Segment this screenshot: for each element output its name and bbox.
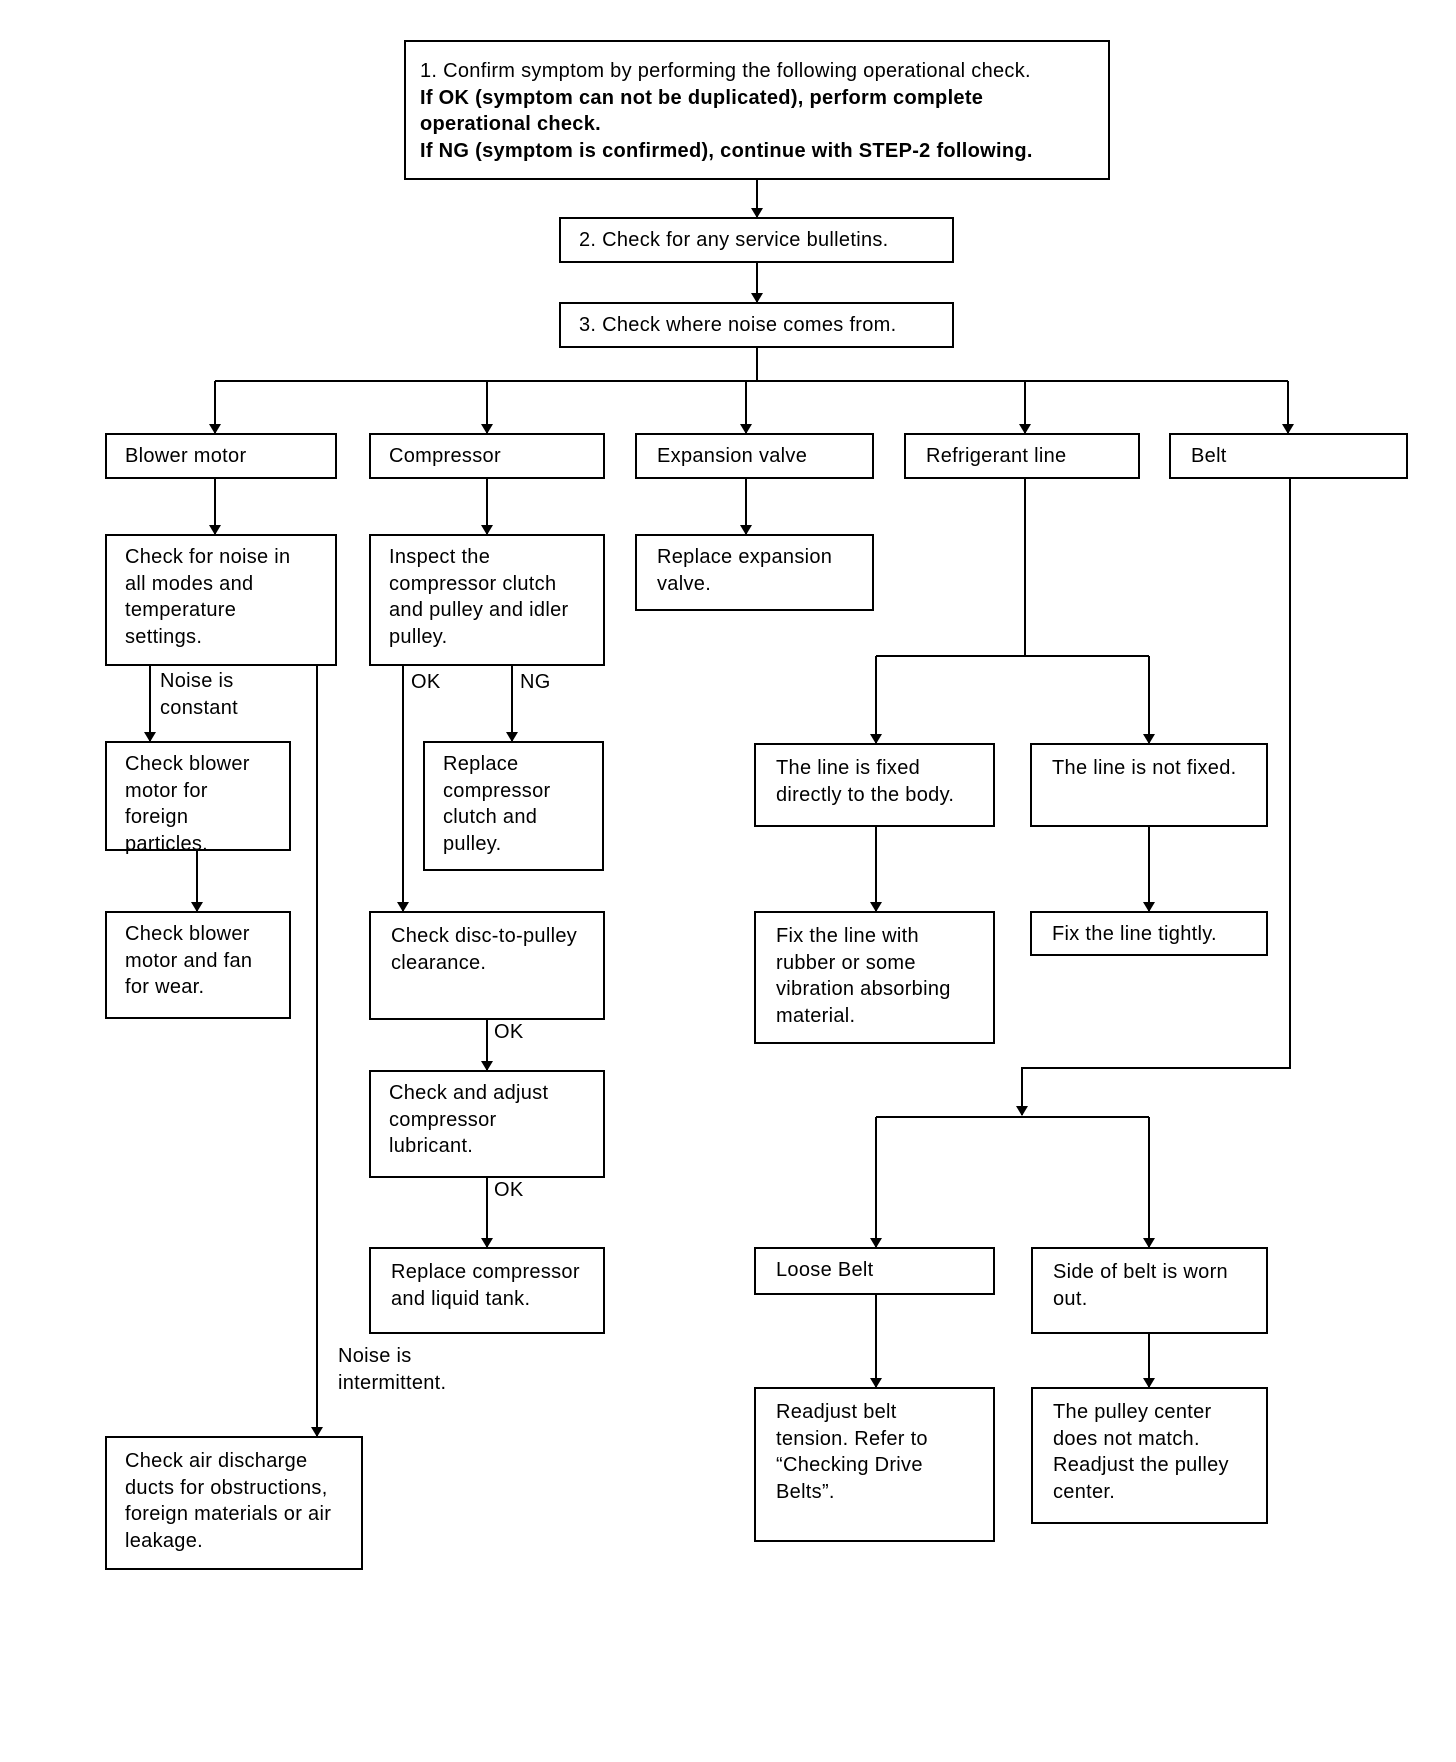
blower-wear-box: Check blower motor and fan for wear.	[105, 911, 291, 1019]
category-blower-motor: Blower motor	[105, 433, 337, 479]
compressor-replace-clutch-box: Replace compressor clutch and pulley.	[423, 741, 604, 871]
blower-particles-text: Check blower motor for foreign particles…	[125, 753, 250, 855]
refrigerant-fixed-box: The line is fixed directly to the body.	[754, 743, 995, 827]
category-blower-label: Blower motor	[125, 445, 247, 467]
blower-check-noise-box: Check for noise in all modes and tempera…	[105, 534, 337, 666]
clearance-ok-label: OK	[494, 1021, 524, 1043]
belt-readjust-tension-text: Readjust belt tension. Refer to “Checkin…	[776, 1401, 928, 1503]
step3-text: 3. Check where noise comes from.	[579, 314, 897, 336]
refrigerant-fix-rubber-text: Fix the line with rubber or some vibrati…	[776, 925, 951, 1027]
belt-pulley-center-text: The pulley center does not match. Readju…	[1053, 1401, 1229, 1503]
noise-constant-label: Noise is constant	[160, 670, 239, 719]
belt-worn-text: Side of belt is worn out.	[1053, 1261, 1228, 1310]
compressor-replace-text: Replace compressor and liquid tank.	[391, 1261, 580, 1310]
refrigerant-fixed-text: The line is fixed directly to the body.	[776, 757, 955, 806]
compressor-inspect-box: Inspect the compressor clutch and pulley…	[369, 534, 605, 666]
compressor-clearance-box: Check disc-to-pulley clearance.	[369, 911, 605, 1020]
blower-particles-box: Check blower motor for foreign particles…	[105, 741, 291, 855]
belt-loose-box: Loose Belt	[754, 1247, 995, 1295]
belt-loose-text: Loose Belt	[776, 1259, 874, 1281]
blower-check-noise-text: Check for noise in all modes and tempera…	[125, 546, 291, 648]
refrigerant-fix-tightly-box: Fix the line tightly.	[1030, 911, 1268, 956]
category-refrigerant-line: Refrigerant line	[904, 433, 1140, 479]
expansion-replace-text: Replace expansion valve.	[657, 546, 833, 595]
compressor-ng-label: NG	[520, 671, 551, 693]
category-compressor-label: Compressor	[389, 445, 501, 467]
step1-ng-text: If NG (symptom is confirmed), continue w…	[420, 139, 1033, 162]
belt-readjust-tension-box: Readjust belt tension. Refer to “Checkin…	[754, 1387, 995, 1542]
step2-text: 2. Check for any service bulletins.	[579, 229, 889, 251]
category-expansion-label: Expansion valve	[657, 445, 808, 467]
compressor-lubricant-text: Check and adjust compressor lubricant.	[389, 1082, 549, 1157]
refrigerant-fix-tightly-text: Fix the line tightly.	[1052, 923, 1217, 945]
step1-text: 1. Confirm symptom by performing the fol…	[420, 60, 1031, 82]
category-belt: Belt	[1169, 433, 1408, 479]
belt-worn-box: Side of belt is worn out.	[1031, 1247, 1268, 1334]
belt-pulley-center-box: The pulley center does not match. Readju…	[1031, 1387, 1268, 1524]
lubricant-ok-label: OK	[494, 1179, 524, 1201]
category-belt-label: Belt	[1191, 445, 1227, 467]
refrigerant-not-fixed-box: The line is not fixed.	[1030, 743, 1268, 827]
expansion-replace-box: Replace expansion valve.	[635, 534, 874, 611]
category-expansion-valve: Expansion valve	[635, 433, 874, 479]
step1-box: 1. Confirm symptom by performing the fol…	[404, 40, 1110, 180]
compressor-lubricant-box: Check and adjust compressor lubricant.	[369, 1070, 605, 1178]
category-refrigerant-label: Refrigerant line	[926, 445, 1067, 467]
blower-ducts-box: Check air discharge ducts for obstructio…	[105, 1436, 363, 1570]
noise-intermittent-label: Noise is intermittent.	[338, 1345, 447, 1394]
step2-box: 2. Check for any service bulletins.	[559, 217, 954, 263]
step1-ok-text: If OK (symptom can not be duplicated), p…	[420, 86, 984, 136]
blower-wear-text: Check blower motor and fan for wear.	[125, 923, 253, 998]
compressor-inspect-text: Inspect the compressor clutch and pulley…	[389, 546, 569, 648]
step3-box: 3. Check where noise comes from.	[559, 302, 954, 348]
belt-path	[1021, 479, 1291, 1115]
compressor-ok-label: OK	[411, 671, 441, 693]
refrigerant-not-fixed-text: The line is not fixed.	[1052, 757, 1237, 779]
compressor-replace-box: Replace compressor and liquid tank.	[369, 1247, 605, 1334]
refrigerant-fix-rubber-box: Fix the line with rubber or some vibrati…	[754, 911, 995, 1044]
blower-ducts-text: Check air discharge ducts for obstructio…	[125, 1450, 332, 1552]
compressor-replace-clutch-text: Replace compressor clutch and pulley.	[443, 753, 551, 855]
category-compressor: Compressor	[369, 433, 605, 479]
compressor-clearance-text: Check disc-to-pulley clearance.	[391, 925, 578, 974]
